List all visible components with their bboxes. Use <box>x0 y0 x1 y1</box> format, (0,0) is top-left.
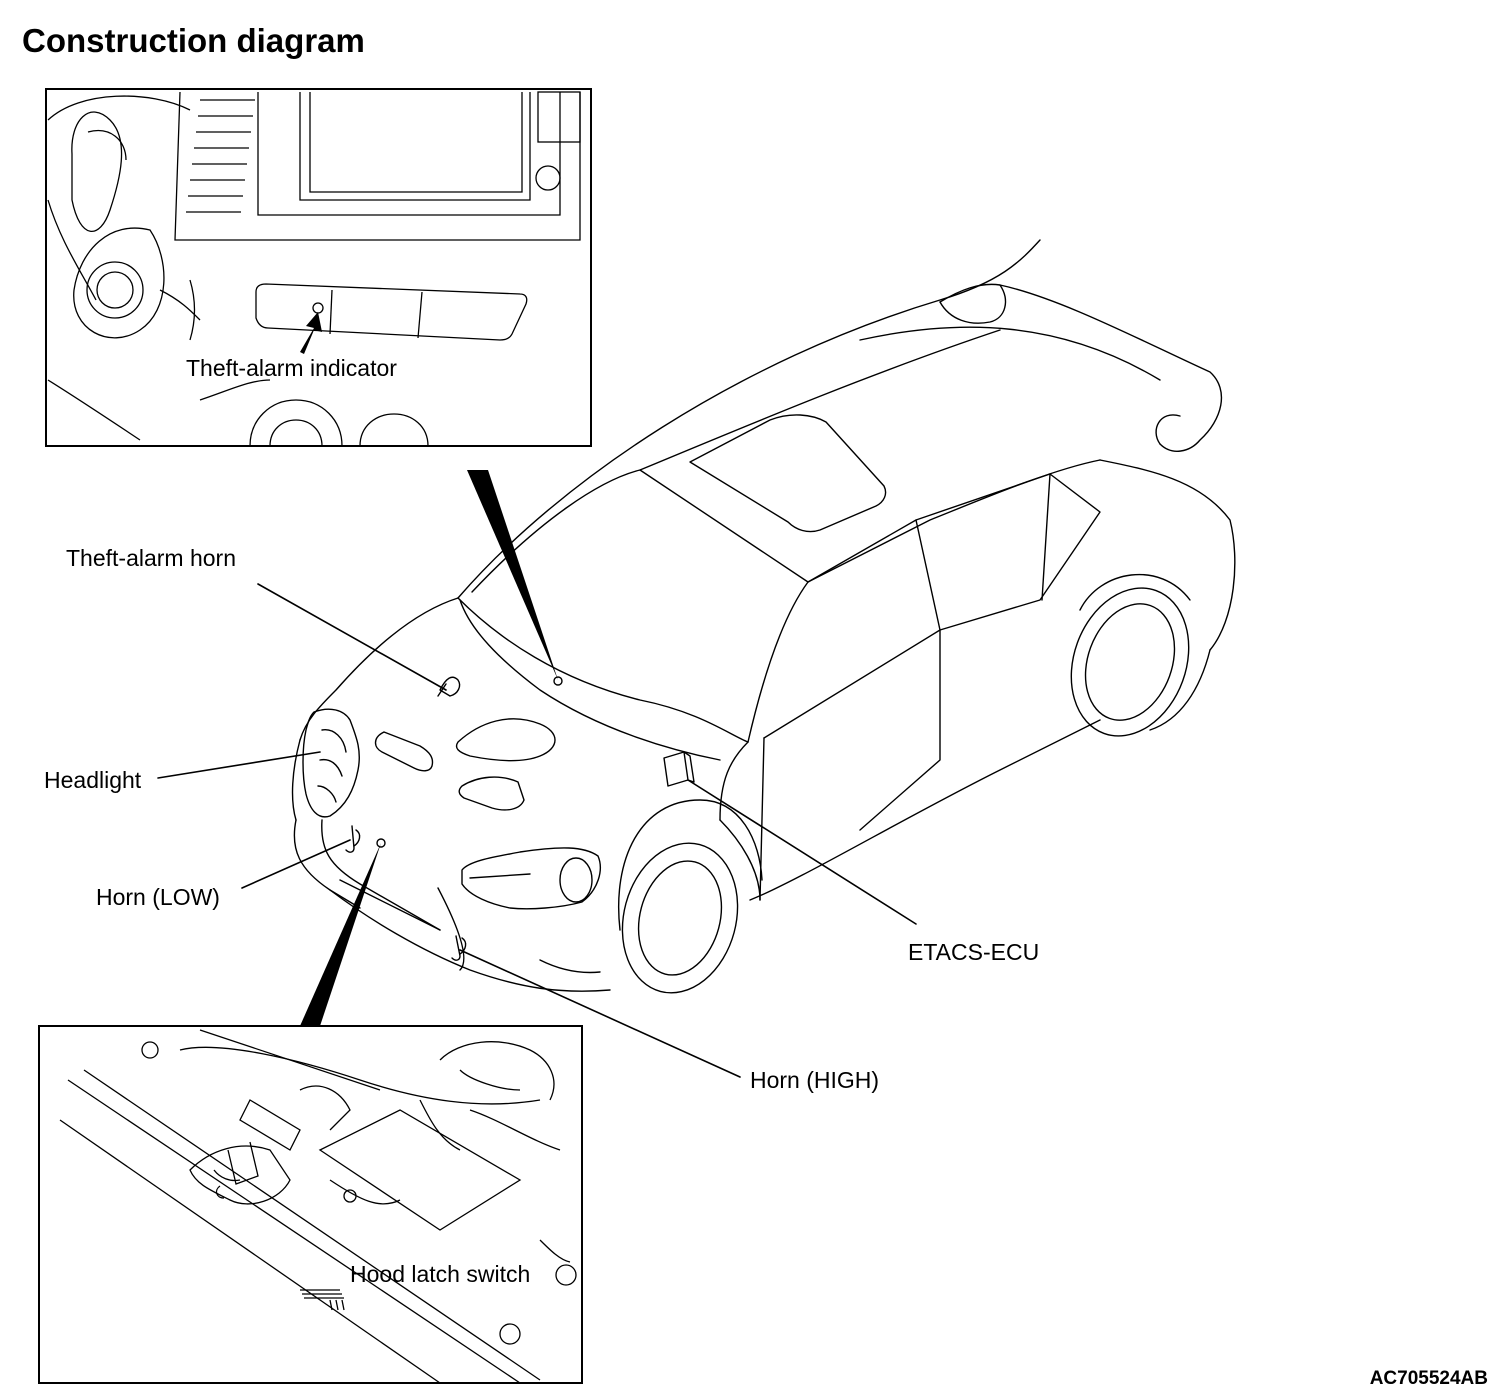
figure-code: AC705524AB <box>1369 1368 1488 1389</box>
label-hood-latch-switch: Hood latch switch <box>350 1261 530 1287</box>
leader-headlight <box>157 751 321 779</box>
inset-hood-latch: Hood latch switch <box>38 1025 583 1384</box>
leader-horn-high <box>459 949 741 1078</box>
indicator-point <box>553 676 563 686</box>
leader-etacs-ecu <box>687 779 917 925</box>
label-horn-high: Horn (HIGH) <box>750 1067 879 1093</box>
label-theft-alarm-horn: Theft-alarm horn <box>66 545 236 571</box>
hood-latch-point <box>376 838 386 848</box>
car-body-outline <box>291 239 1236 994</box>
label-headlight: Headlight <box>44 767 142 793</box>
pointer-wedge-bottom <box>300 843 381 1026</box>
leader-theft-alarm-horn <box>257 583 447 691</box>
horn-low-glyph <box>345 825 361 853</box>
label-etacs-ecu: ETACS-ECU <box>908 939 1039 965</box>
diagram-title: Construction diagram <box>22 22 365 59</box>
leader-horn-low <box>241 839 351 889</box>
theft-alarm-horn-glyph <box>437 676 461 697</box>
leader-lines <box>157 583 917 1263</box>
label-horn-low: Horn (LOW) <box>96 884 220 910</box>
horn-high-glyph <box>451 935 467 961</box>
inset-dashboard: Theft-alarm indicator <box>45 88 592 447</box>
pointer-wedge-top <box>467 470 558 680</box>
label-theft-alarm-indicator: Theft-alarm indicator <box>186 355 397 381</box>
